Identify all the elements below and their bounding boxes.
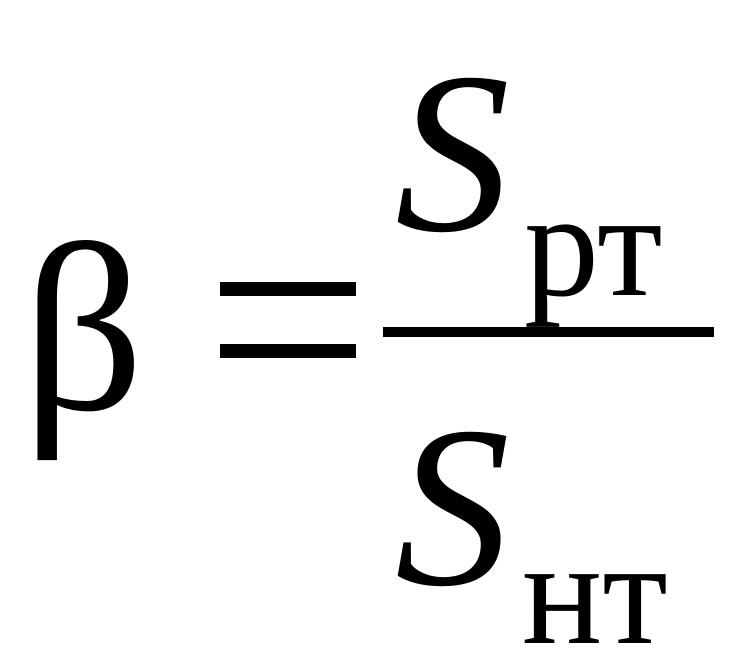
denominator-symbol: S — [395, 379, 510, 634]
numerator-symbol: S — [395, 25, 510, 280]
numerator-subscript: рт — [524, 162, 663, 328]
denominator-subscript: нт — [522, 510, 668, 665]
equals-bar-bottom — [220, 344, 356, 358]
equals-bar-top — [220, 282, 356, 296]
beta-symbol: β — [22, 195, 145, 461]
fraction-line — [383, 327, 714, 337]
equals-sign — [220, 282, 356, 358]
